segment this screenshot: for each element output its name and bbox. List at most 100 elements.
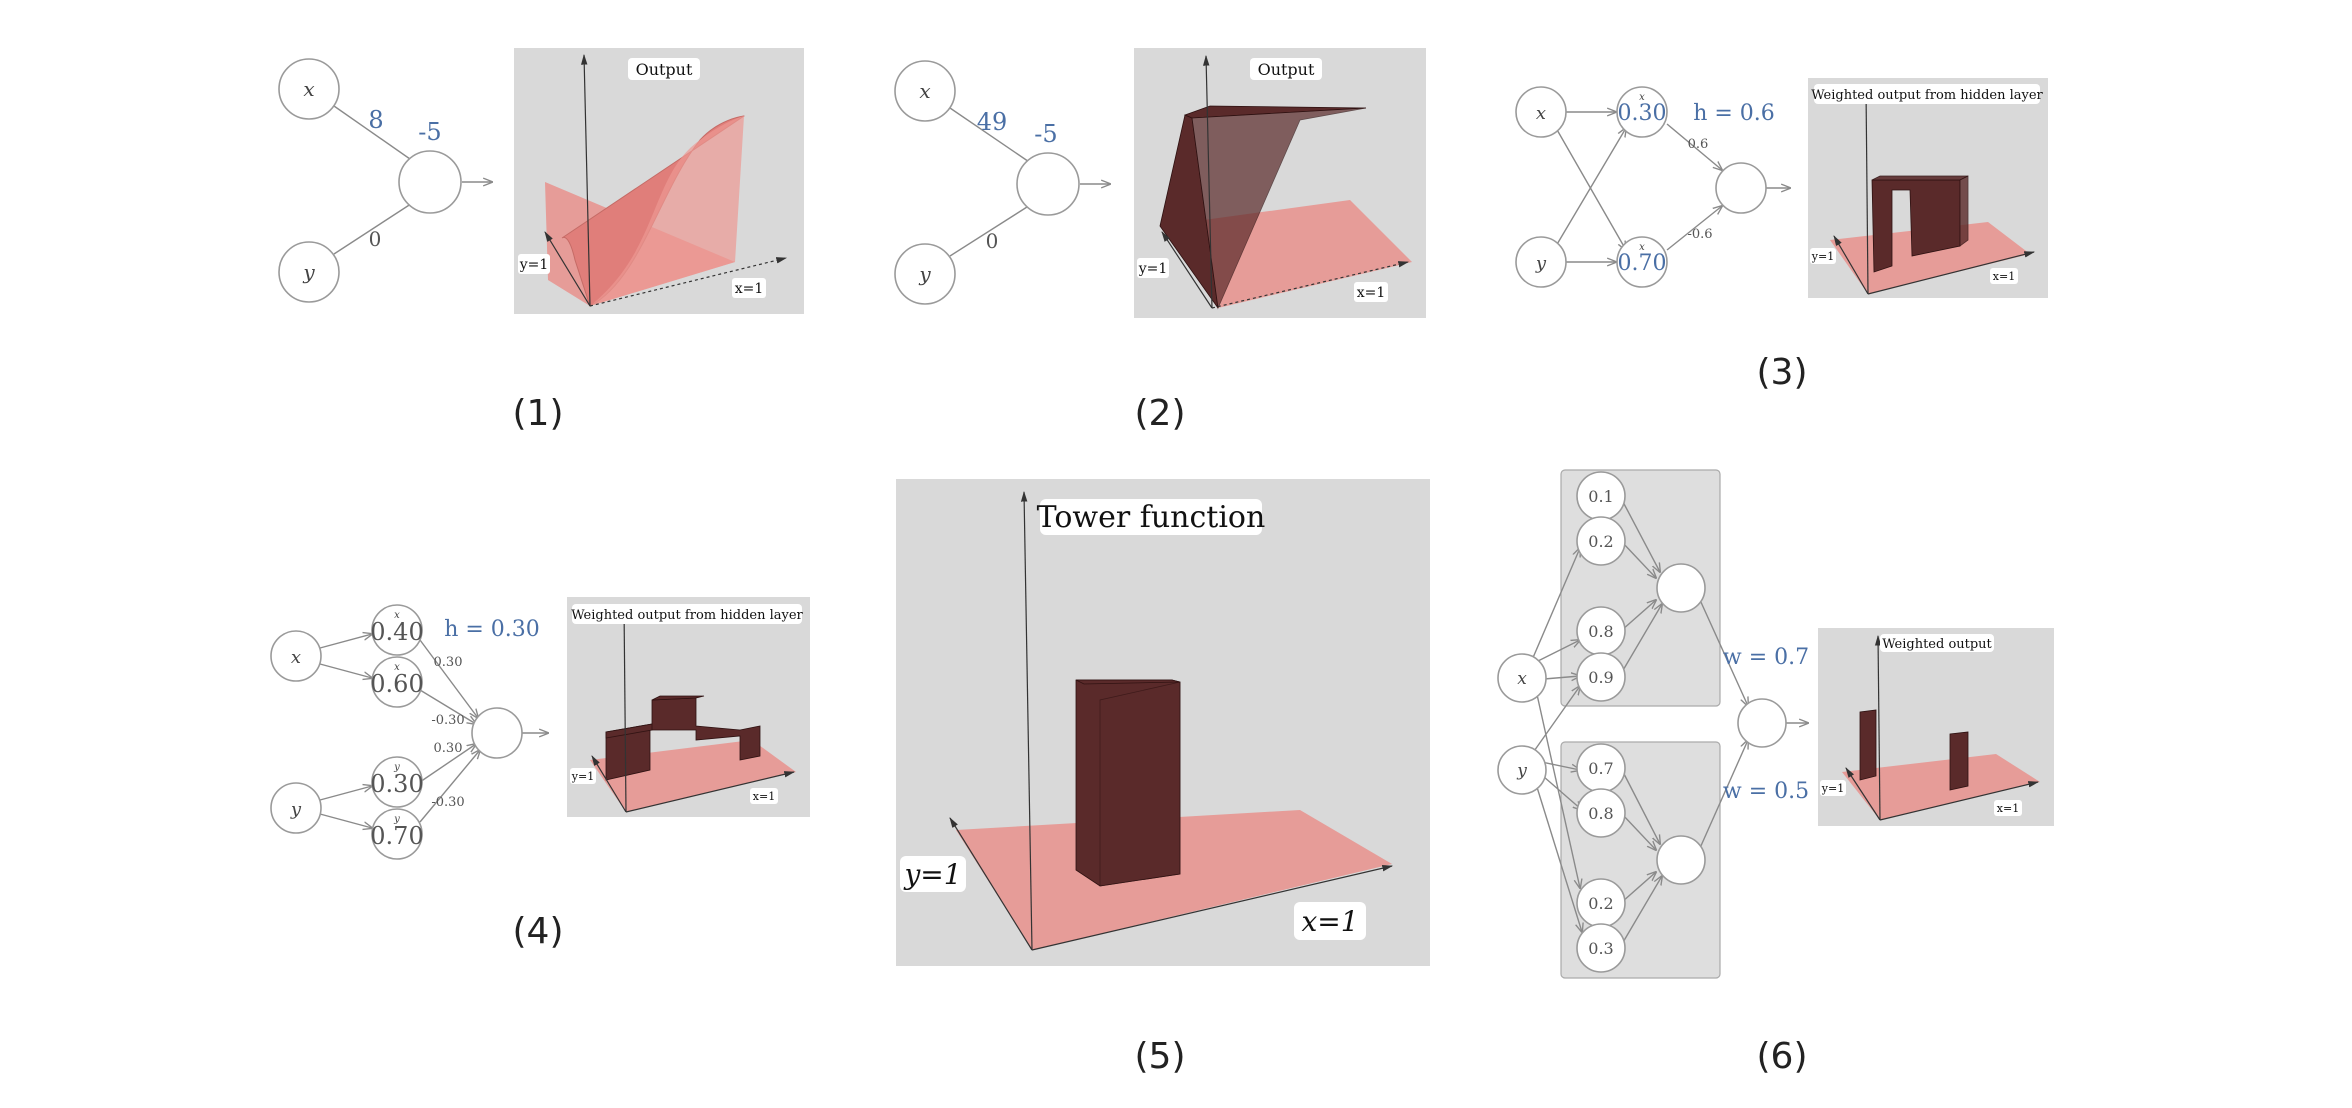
hidden-node-top-2-value: 0.2 [1588, 532, 1613, 551]
weight-4: -0.30 [431, 795, 464, 810]
panel-label: (5) [1135, 1036, 1186, 1077]
y-axis-label: y=1 [571, 770, 594, 783]
hidden-node-2-value: 0.60 [370, 670, 423, 698]
hidden-node-top-4 [1576, 652, 1626, 702]
weight-2: -0.6 [1687, 227, 1712, 242]
output-plot: Weighted output from hidden layer y=1 x=… [1808, 78, 2048, 298]
hidden-node-bottom-1-value: 0.7 [1588, 759, 1613, 778]
hidden-node-4-value: 0.70 [370, 822, 423, 850]
input-y-label: y [290, 799, 302, 820]
x-axis-label: x=1 [1993, 270, 2015, 283]
input-x-label: x [303, 77, 314, 101]
input-y-label: y [1535, 253, 1547, 274]
input-x-label: x [919, 79, 930, 103]
group-output-node-top [1656, 563, 1706, 613]
output-node [1715, 162, 1767, 214]
plot-title: Weighted output from hidden layer [571, 608, 803, 623]
network-diagram: x y 8 0 -5 [278, 58, 492, 303]
hidden-node-bottom-2-value: 0.8 [1588, 804, 1613, 823]
x-axis-label: x=1 [1301, 905, 1358, 938]
weight-3: 0.30 [434, 741, 463, 756]
panel-label: (1) [513, 393, 564, 434]
network-diagram: x y x 0.40 x 0.60 y 0.30 y 0.70 h = 0.30… [270, 604, 548, 860]
plot-title: Output [1258, 60, 1315, 79]
weight-2: -0.30 [431, 713, 464, 728]
bias: -5 [1034, 120, 1057, 148]
hidden-node-2-var: x [394, 662, 400, 673]
input-y-label: y [1516, 761, 1527, 781]
weight-1: 0.30 [434, 655, 463, 670]
hidden-node-top-1-value: 0.1 [1588, 487, 1613, 506]
plot-title: Tower function [1037, 500, 1266, 535]
panel-6: x y 0.1 0.2 0.8 0.9 0.7 0.8 0.2 0.3 w = … [1497, 469, 2054, 1077]
input-y-label: y [918, 262, 931, 286]
y-axis-label: y=1 [1811, 250, 1834, 263]
panel-label: (3) [1757, 352, 1808, 393]
y-axis-label: y=1 [1821, 782, 1844, 795]
bias: -5 [418, 118, 441, 146]
hidden-node-2-value: 0.70 [1618, 251, 1667, 276]
hidden-node-1 [371, 604, 423, 656]
input-node-y [278, 241, 340, 303]
neuron-node [1016, 152, 1080, 216]
hidden-node-top-2 [1576, 516, 1626, 566]
hidden-node-1-value: 0.30 [1618, 101, 1667, 126]
panel-label: (4) [513, 911, 564, 952]
input-node-x [1515, 86, 1567, 138]
network-diagram: x y 49 0 -5 [894, 60, 1110, 305]
input-x-label: x [1536, 103, 1546, 124]
final-output-node [1737, 698, 1787, 748]
panel-4: x y x 0.40 x 0.60 y 0.30 y 0.70 h = 0.30… [270, 597, 810, 952]
input-node-x [894, 60, 956, 122]
hidden-node-3-var: y [393, 762, 400, 773]
output-plot: Output y=1 x=1 [514, 48, 804, 314]
network-diagram: x y 0.1 0.2 0.8 0.9 0.7 0.8 0.2 0.3 w = … [1497, 469, 1809, 979]
network-diagram: x y x 0.30 x 0.70 h = 0.6 0.6 -0.6 [1515, 86, 1790, 288]
plot-title: Output [636, 60, 693, 79]
output-plot: Weighted output y=1 x=1 [1818, 628, 2054, 826]
hidden-node-4 [371, 808, 423, 860]
panel-2: x y 49 0 -5 Output y=1 x=1 (2) [894, 48, 1426, 434]
input-node-y [1515, 236, 1567, 288]
hidden-node-bottom-4 [1576, 923, 1626, 973]
input-node-y [270, 782, 322, 834]
panel-label: (6) [1757, 1036, 1808, 1077]
neuron-node [398, 150, 462, 214]
hidden-node-2 [371, 656, 423, 708]
x-axis-label: x=1 [735, 281, 764, 297]
input-node-x [270, 630, 322, 682]
hidden-node-top-3-value: 0.8 [1588, 622, 1613, 641]
plot-title: Weighted output [1882, 637, 1992, 652]
hidden-node-bottom-3-value: 0.2 [1588, 894, 1613, 913]
output-plot: Output y=1 x=1 [1134, 48, 1426, 318]
input-node-x [278, 58, 340, 120]
x-axis-label: x=1 [1997, 802, 2019, 815]
weight-bottom: w = 0.5 [1723, 779, 1809, 804]
weight-x: 49 [977, 108, 1008, 136]
hidden-node-bottom-2 [1576, 788, 1626, 838]
y-axis-label: y=1 [519, 257, 549, 273]
input-y-label: y [302, 260, 315, 284]
input-node-y [1497, 745, 1547, 795]
panel-label: (2) [1135, 393, 1186, 434]
hidden-node-3-value: 0.30 [370, 770, 423, 798]
hidden-node-1-var: x [1639, 92, 1645, 103]
hidden-node-2 [1616, 236, 1668, 288]
panel-1: x y 8 0 -5 Output y=1 x=1 (1) [278, 48, 804, 434]
hidden-node-1 [1616, 86, 1668, 138]
input-node-x [1497, 653, 1547, 703]
weight-1: 0.6 [1688, 137, 1709, 152]
input-x-label: x [1517, 669, 1527, 689]
y-axis-label: y=1 [902, 858, 961, 891]
input-node-y [894, 243, 956, 305]
weight-y: 0 [369, 227, 382, 251]
plot-title: Weighted output from hidden layer [1811, 88, 2043, 103]
x-axis-label: x=1 [753, 790, 775, 803]
hidden-node-1-var: x [394, 610, 400, 621]
output-node [471, 707, 523, 759]
weight-x: 8 [368, 106, 383, 134]
hidden-node-top-4-value: 0.9 [1588, 668, 1613, 687]
hidden-node-1-value: 0.40 [370, 618, 423, 646]
group-output-node-bottom [1656, 835, 1706, 885]
